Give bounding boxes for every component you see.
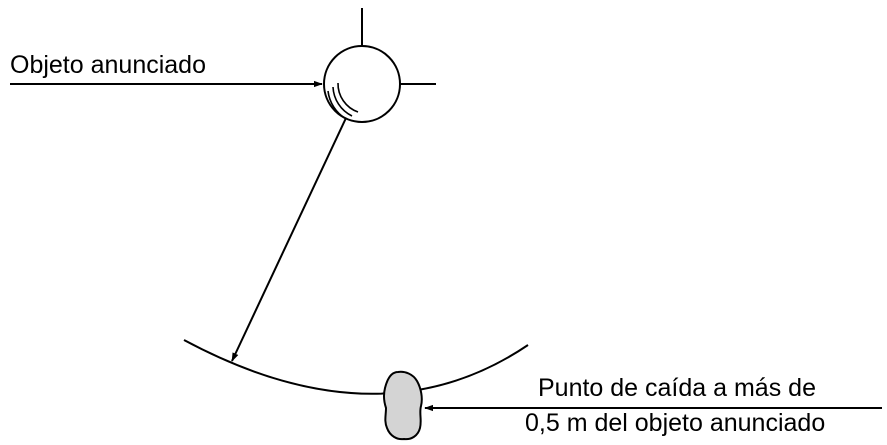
fall-point-label-line1: Punto de caída a más de <box>538 374 816 402</box>
announced-object-label: Objeto anunciado <box>10 51 206 79</box>
trajectory-arrow <box>231 117 347 362</box>
fall-point-label-line2: 0,5 m del objeto anunciado <box>525 409 825 437</box>
announced-object-icon <box>323 45 401 123</box>
fall-point-icon <box>382 370 423 441</box>
target-arc <box>183 339 529 395</box>
